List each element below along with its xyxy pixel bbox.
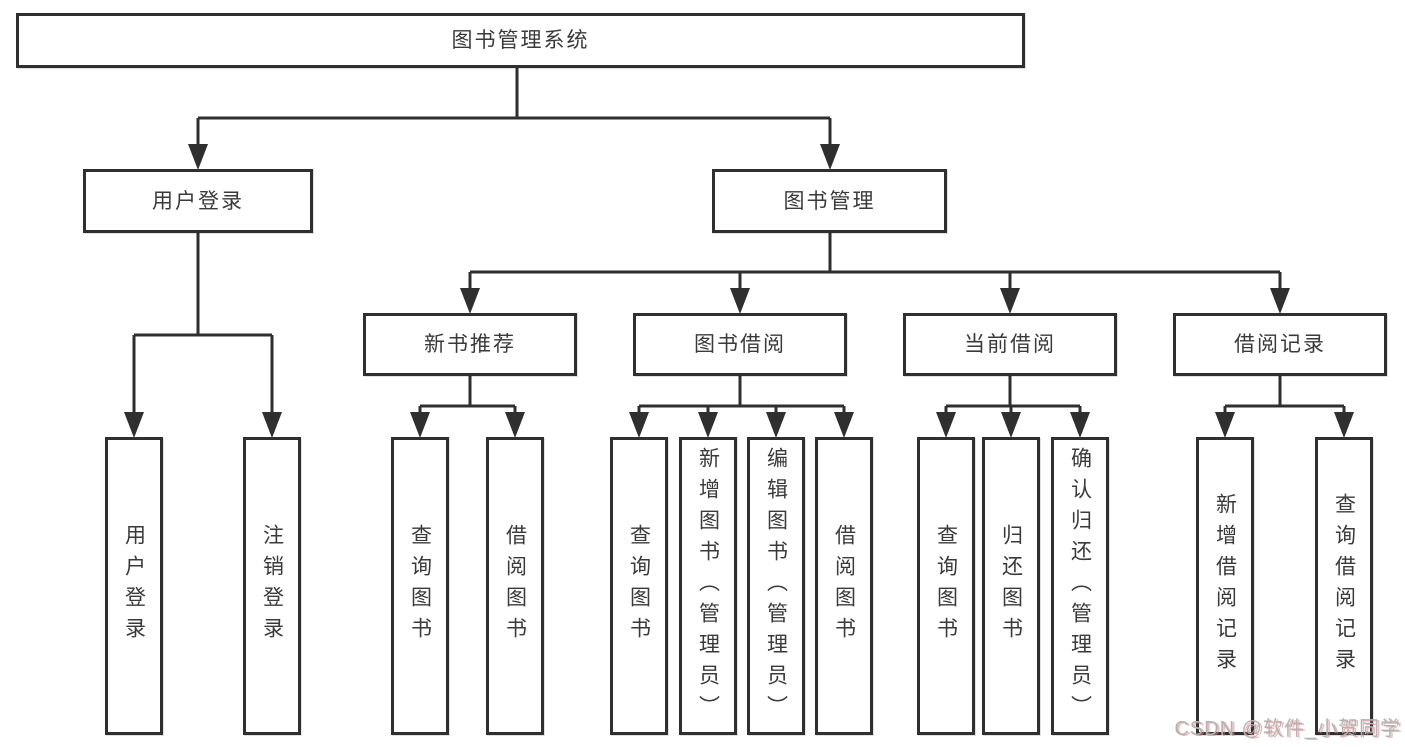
leaf-user-login-label: 用户登录 xyxy=(122,524,146,648)
leaf-query-books-borrowing-label: 查询图书 xyxy=(627,524,651,648)
leaf-query-borrow-record: 查询借阅记录 xyxy=(1315,437,1373,735)
leaf-return-books: 归还图书 xyxy=(982,437,1040,735)
leaf-confirm-return-admin-label: 确认归还（管理员） xyxy=(1068,446,1092,726)
node-book-management-label: 图书管理 xyxy=(783,189,876,213)
leaf-query-borrow-record-label: 查询借阅记录 xyxy=(1332,493,1356,679)
node-user-login-label: 用户登录 xyxy=(152,189,244,213)
node-book-borrowing: 图书借阅 xyxy=(633,313,847,376)
leaf-edit-book-admin-label: 编辑图书（管理员） xyxy=(764,446,788,726)
leaf-borrow-books-recommend: 借阅图书 xyxy=(486,437,544,735)
leaf-query-books-current-label: 查询图书 xyxy=(934,524,958,648)
node-library-system-label: 图书管理系统 xyxy=(451,29,590,52)
leaf-borrow-books: 借阅图书 xyxy=(815,437,873,735)
node-new-book-recommendation: 新书推荐 xyxy=(363,313,577,376)
arrowheads xyxy=(124,144,1354,438)
leaf-borrow-books-recommend-label: 借阅图书 xyxy=(503,524,527,648)
node-borrowing-records: 借阅记录 xyxy=(1173,313,1387,376)
node-current-borrowing-label: 当前借阅 xyxy=(964,333,1056,356)
leaf-add-borrow-record: 新增借阅记录 xyxy=(1196,437,1254,735)
leaf-add-book-admin: 新增图书（管理员） xyxy=(679,437,737,735)
leaf-query-books-recommend: 查询图书 xyxy=(391,437,449,735)
leaf-edit-book-admin: 编辑图书（管理员） xyxy=(747,437,805,735)
leaf-logout: 注销登录 xyxy=(243,437,301,735)
leaf-query-books-current: 查询图书 xyxy=(917,437,975,735)
leaf-logout-label: 注销登录 xyxy=(260,524,284,648)
node-user-login: 用户登录 xyxy=(83,169,313,233)
leaf-query-books-borrowing: 查询图书 xyxy=(610,437,668,735)
leaf-return-books-label: 归还图书 xyxy=(999,524,1023,648)
leaf-query-books-recommend-label: 查询图书 xyxy=(408,524,432,648)
leaf-add-book-admin-label: 新增图书（管理员） xyxy=(696,446,720,726)
node-borrowing-records-label: 借阅记录 xyxy=(1234,333,1326,356)
node-new-book-recommendation-label: 新书推荐 xyxy=(424,333,516,356)
node-book-borrowing-label: 图书借阅 xyxy=(694,333,786,356)
leaf-confirm-return-admin: 确认归还（管理员） xyxy=(1051,437,1109,735)
leaf-borrow-books-label: 借阅图书 xyxy=(832,524,856,648)
node-current-borrowing: 当前借阅 xyxy=(903,313,1117,376)
node-book-management: 图书管理 xyxy=(712,169,947,233)
connector-paths xyxy=(132,68,1346,432)
node-library-system: 图书管理系统 xyxy=(16,13,1025,68)
leaf-add-borrow-record-label: 新增借阅记录 xyxy=(1213,493,1237,679)
csdn-watermark: CSDN @软件_小贺同学 xyxy=(1174,718,1401,740)
leaf-user-login: 用户登录 xyxy=(105,437,163,735)
